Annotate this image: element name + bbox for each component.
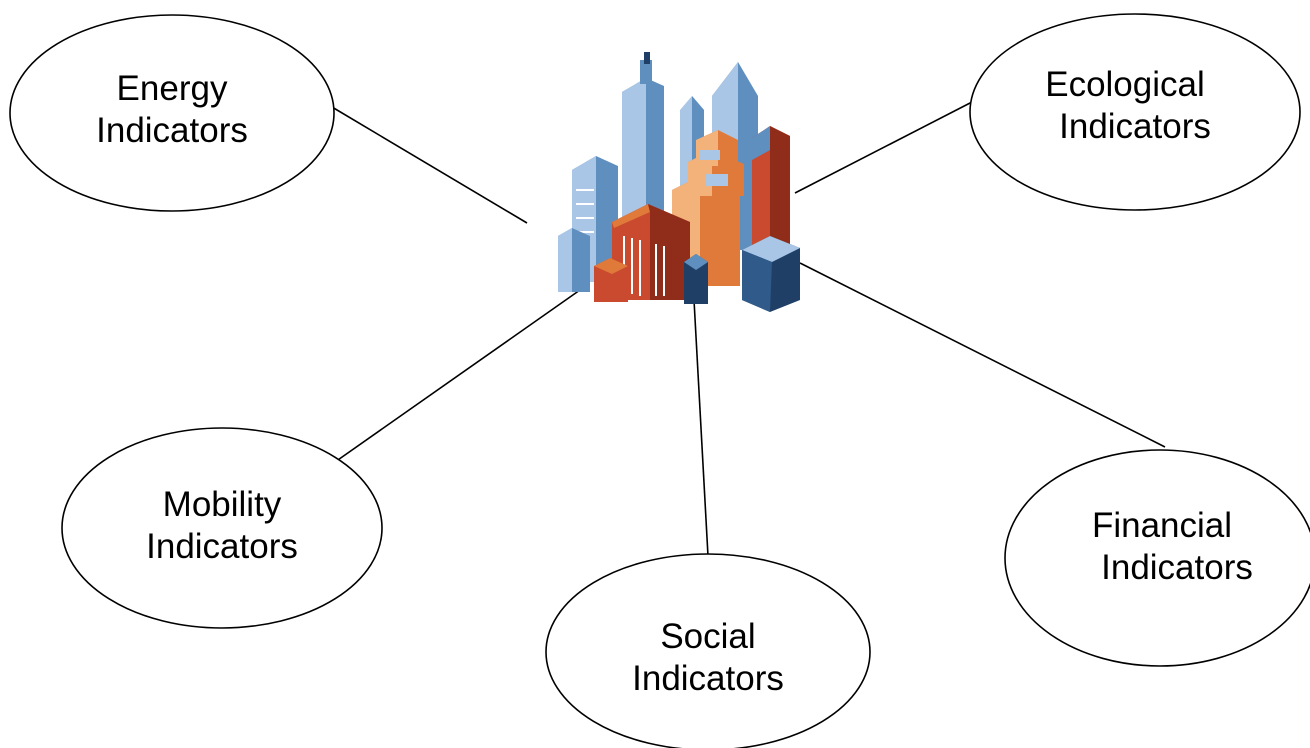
energy-line-1: Energy — [116, 69, 228, 108]
mobility-line-2: Indicators — [146, 527, 298, 566]
ellipse-ecological — [969, 13, 1301, 211]
connector-ecological — [794, 101, 973, 194]
node-social-label: Social Indicators — [578, 616, 838, 700]
financial-line-1: Financial — [1091, 506, 1233, 545]
connector-energy — [331, 106, 528, 224]
social-line-1: Social — [660, 617, 756, 656]
connector-social — [693, 299, 709, 557]
ecological-line-2: Indicators — [1059, 107, 1211, 146]
ellipse-energy — [9, 14, 335, 212]
node-financial-label: Financial Indicators — [1032, 505, 1292, 589]
connector-mobility — [334, 289, 581, 463]
ellipse-financial — [1004, 449, 1310, 667]
ellipse-social — [545, 553, 871, 748]
ecological-line-1: Ecological — [1045, 65, 1205, 104]
node-mobility-label: Mobility Indicators — [92, 484, 352, 568]
mobility-line-1: Mobility — [162, 485, 282, 524]
city-skyline-icon — [558, 52, 800, 312]
financial-line-2: Indicators — [1101, 548, 1253, 587]
connector-financial — [799, 262, 1166, 448]
ellipse-mobility — [61, 427, 383, 629]
social-line-2: Indicators — [632, 659, 784, 698]
node-ecological-label: Ecological Indicators — [995, 64, 1255, 148]
energy-line-2: Indicators — [96, 111, 248, 150]
node-energy-label: Energy Indicators — [42, 68, 302, 152]
